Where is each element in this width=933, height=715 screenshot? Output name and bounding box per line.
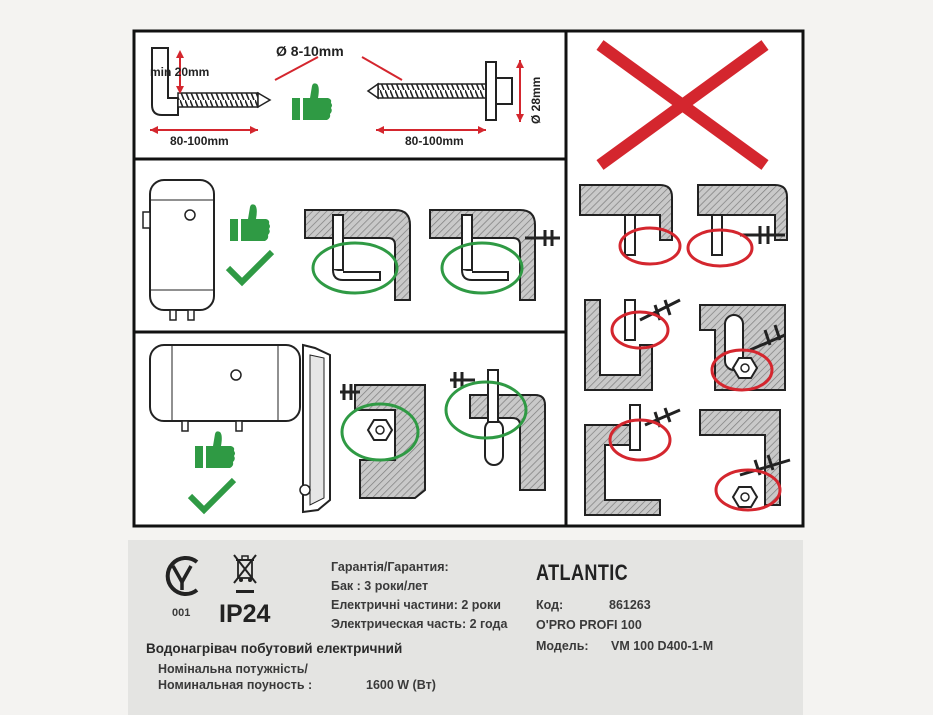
warranty-title: Гарантія/Гарантия: — [331, 560, 449, 574]
washer-diameter-label: Ø 28mm — [529, 77, 543, 124]
hook-bolt-diagram — [150, 47, 272, 134]
code-value: 861263 — [609, 598, 651, 612]
correct-mount-vertical-1 — [304, 209, 411, 301]
wrong-mount-6 — [699, 409, 791, 512]
tank-warranty: Бак : 3 роки/лет — [331, 579, 429, 593]
power-label-ru: Номинальная поуность : — [158, 678, 313, 692]
electric-parts-warranty-ru: Электрическая часть: 2 года — [331, 617, 508, 631]
correct-mount-horizontal-2 — [444, 369, 546, 491]
weee-bin-icon — [233, 554, 257, 584]
product-label: 001 IP24 Гарантія/Гарантия: Бак : 3 роки… — [128, 540, 803, 715]
horizontal-heater-icon — [149, 344, 301, 432]
code-label: Код: — [536, 598, 564, 612]
wrong-cross-icon — [596, 40, 769, 170]
power-value: 1600 W (Вт) — [366, 678, 436, 692]
min-depth-label: min 20mm — [150, 65, 209, 79]
model-line: O'PRO PROFI 100 — [536, 618, 642, 632]
correct-mount-horizontal-1 — [340, 384, 426, 499]
electric-parts-warranty-ua: Електричні частини: 2 роки — [331, 598, 501, 612]
vertical-heater-icon — [142, 179, 215, 321]
product-title: Водонагрівач побутовий електричний — [146, 641, 403, 656]
brand-name: ATLANTIC — [536, 560, 629, 585]
wrong-mount-2 — [686, 184, 788, 268]
wrong-mount-5 — [584, 404, 681, 516]
weee-underline — [236, 590, 254, 593]
diameter-label: Ø 8-10mm — [276, 43, 344, 59]
ip-rating: IP24 — [219, 600, 271, 628]
wrong-mount-4 — [699, 304, 786, 392]
wall-bracket-profile — [299, 343, 331, 514]
certification-code: 001 — [172, 607, 191, 619]
length-right-label: 80-100mm — [405, 134, 464, 148]
power-label-ua: Номінальна потужність/ — [158, 662, 308, 676]
installation-diagram: min 20mm 80-100mm Ø 8-10mm 80-100mm Ø 28… — [132, 29, 805, 528]
diameter-indicator — [274, 56, 403, 81]
wrong-mount-1 — [579, 184, 682, 266]
length-left-label: 80-100mm — [170, 134, 229, 148]
certification-mark-icon — [165, 556, 199, 596]
model-value: VM 100 D400-1-M — [611, 639, 714, 653]
model-label: Модель: — [536, 639, 589, 653]
lag-bolt-diagram — [366, 60, 524, 134]
wrong-mount-3 — [584, 298, 681, 391]
correct-mount-vertical-2 — [429, 209, 560, 301]
